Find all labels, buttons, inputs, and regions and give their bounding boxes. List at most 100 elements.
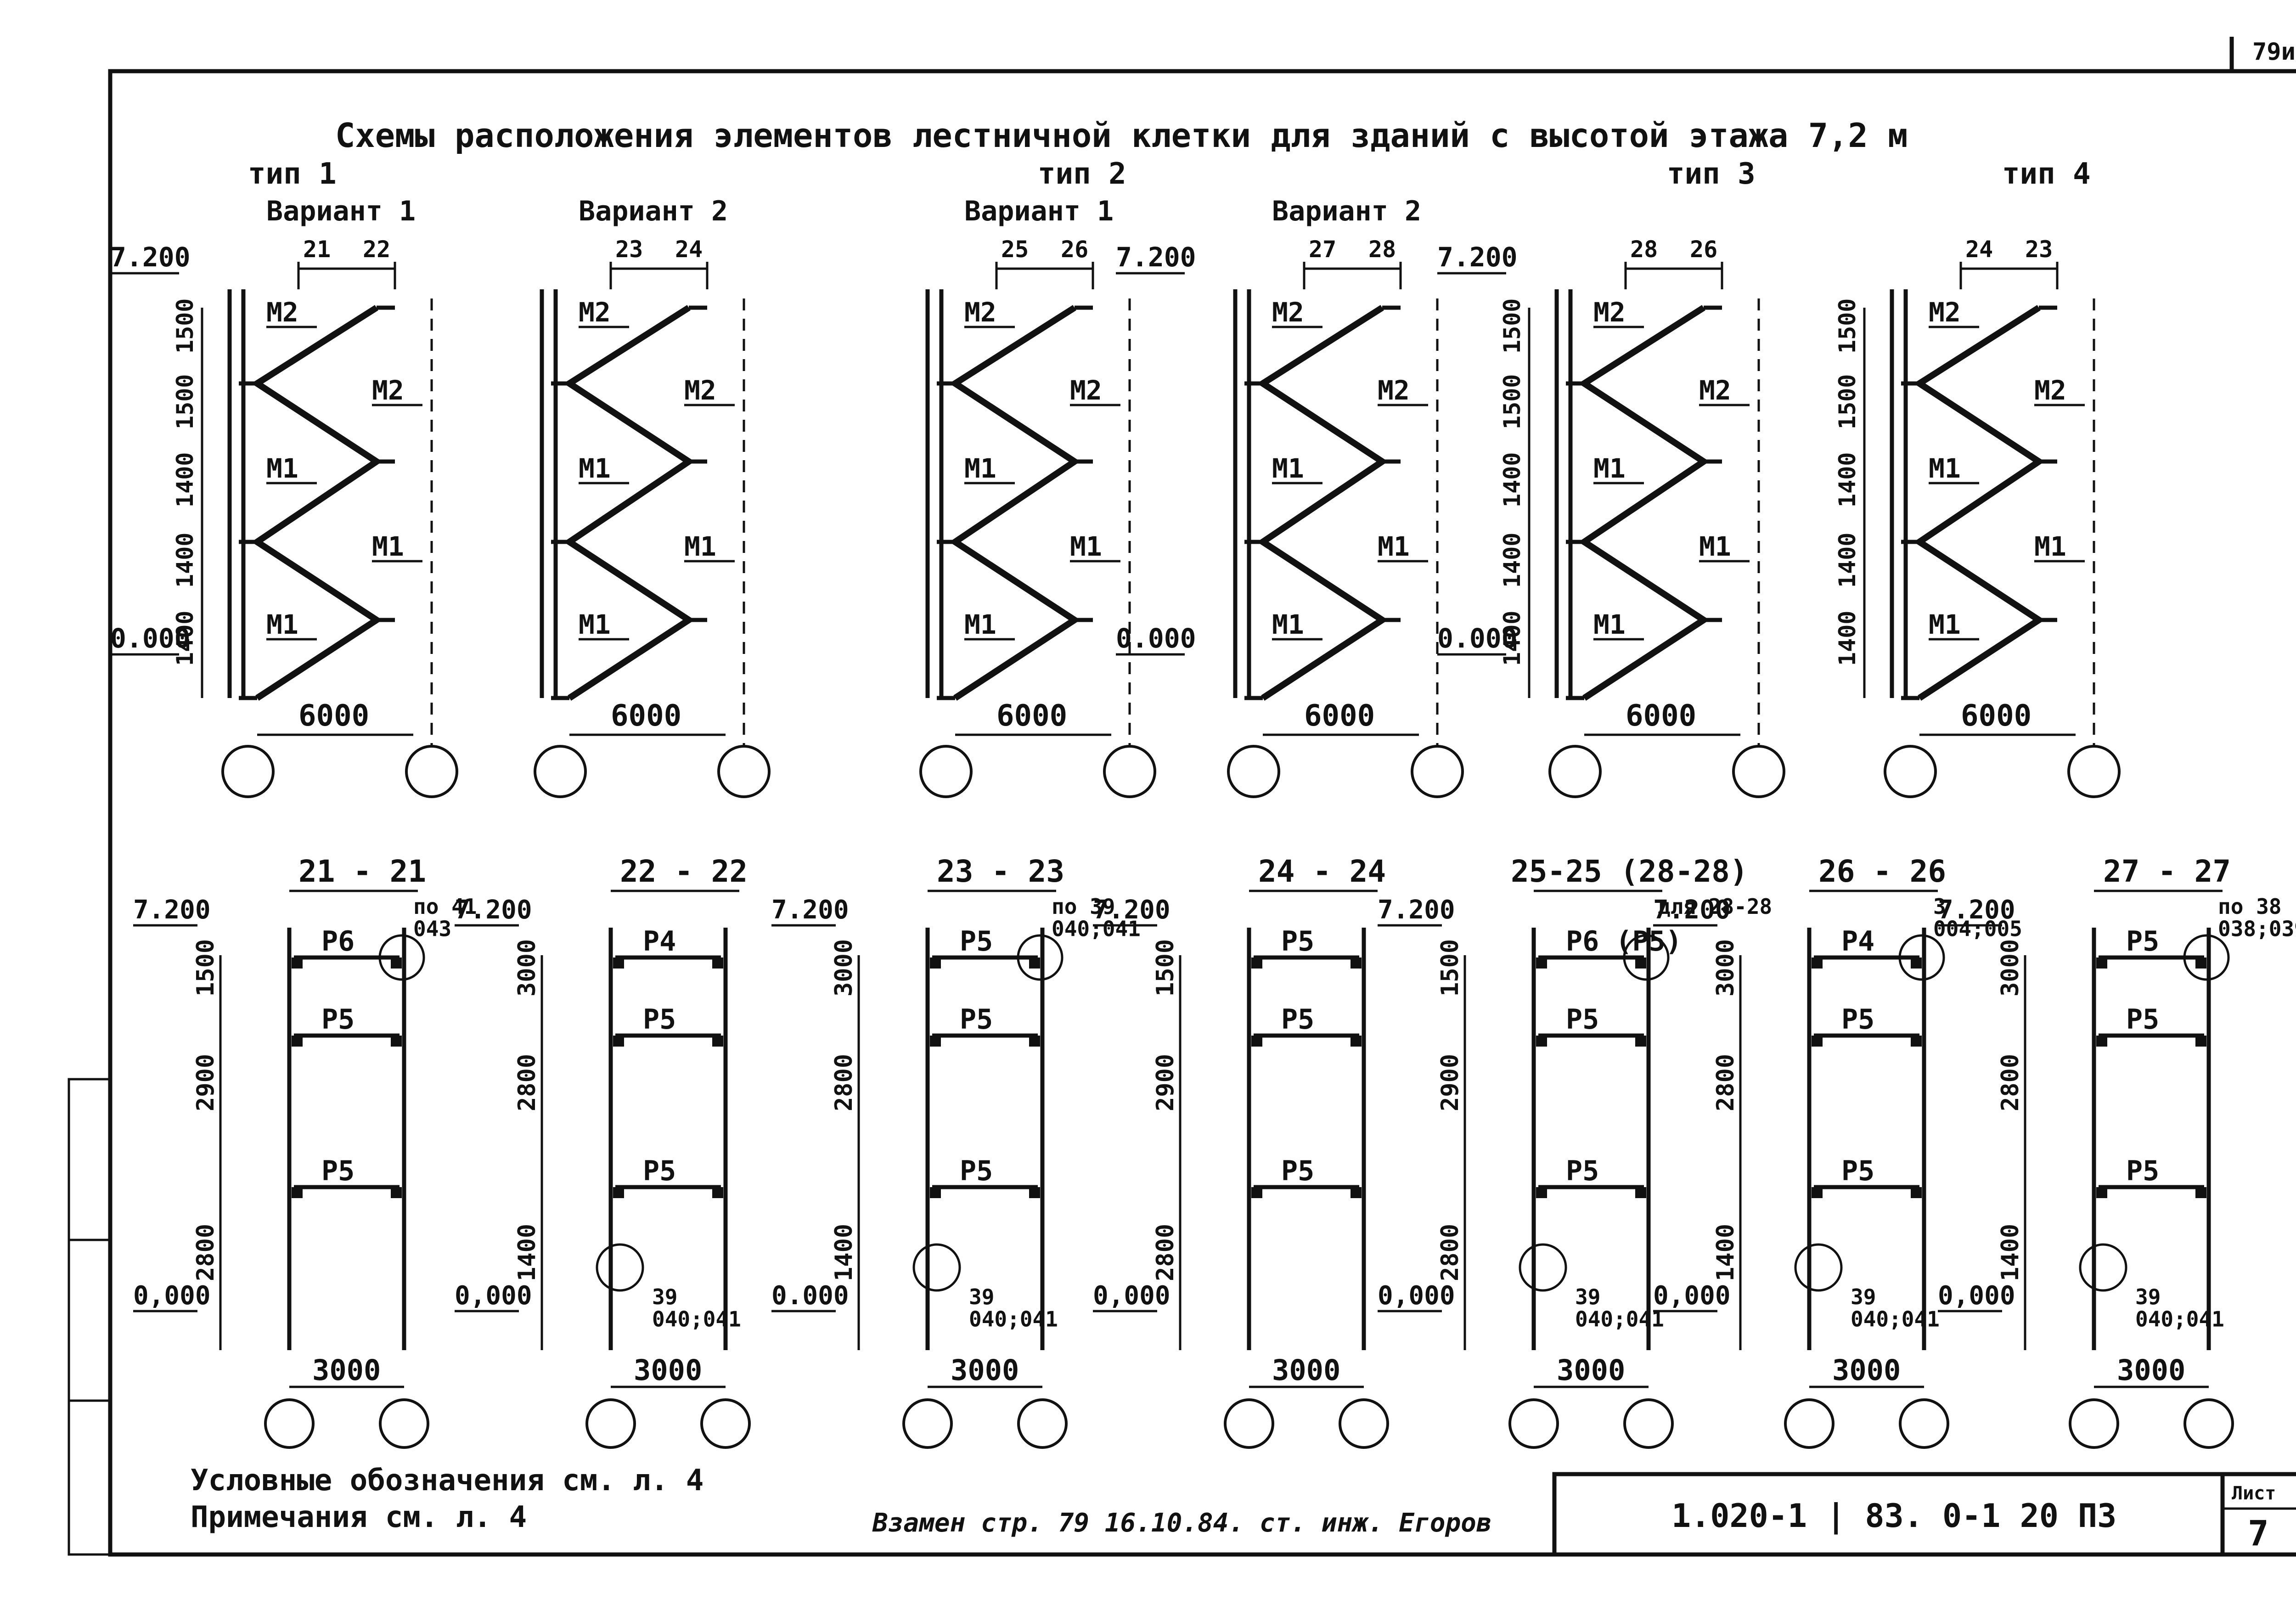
vertical-dimension-text: 2800 xyxy=(192,1224,219,1281)
node-callout-circle xyxy=(1794,1243,1843,1292)
section-view: 21 - 21Р6Р5Р57.2000,0001500290028003000п… xyxy=(133,854,477,1449)
slab-label: Р5 xyxy=(321,1155,355,1187)
flight-mark-label: М1 xyxy=(1929,609,1961,640)
vertical-dimension-text: 1400 xyxy=(1997,1224,2024,1281)
flight-mark-label: М1 xyxy=(684,531,716,562)
plan-type-label: тип 3 xyxy=(1667,157,1756,191)
axis-bubble xyxy=(1224,1398,1274,1449)
axis-bubble xyxy=(2069,1398,2119,1449)
flight-mark-label: М2 xyxy=(1070,375,1102,406)
flight-mark-label: М1 xyxy=(1272,609,1304,640)
node-callout-circle xyxy=(596,1243,644,1292)
flight-mark-label: М1 xyxy=(2034,531,2066,562)
left-stamp-strip xyxy=(68,1078,112,1556)
plan-variant-label: Вариант 2 xyxy=(579,195,728,227)
slab-label: Р5 xyxy=(1841,1003,1874,1036)
slab-support xyxy=(391,957,402,969)
vertical-dimension-text: 2800 xyxy=(1436,1224,1464,1281)
document-code: 1.020-1 | 83. 0-1 20 ПЗ xyxy=(1671,1497,2116,1535)
level-mark-bottom: 0,000 xyxy=(1093,1281,1171,1311)
flight-mark-label: М2 xyxy=(684,375,716,406)
node-callout-circle xyxy=(2183,934,2230,981)
slab-support xyxy=(712,1187,723,1198)
axis-bubble xyxy=(2067,745,2121,798)
flight-mark-label: М1 xyxy=(1699,531,1731,562)
flight-mark-label: М2 xyxy=(266,297,298,328)
width-dimension-text: 6000 xyxy=(298,699,369,733)
vertical-dimension-text: 1400 xyxy=(513,1224,541,1281)
slab-label: Р5 xyxy=(960,1003,993,1036)
flight-mark-label: М1 xyxy=(1929,453,1961,484)
slab-support xyxy=(2195,957,2206,969)
section-title: 26 - 26 xyxy=(1818,854,1946,889)
slab-label: Р5 xyxy=(2126,1155,2159,1187)
vertical-dimension-text: 2800 xyxy=(1712,1054,1739,1111)
axis-bubble xyxy=(1784,1398,1835,1449)
axis-bubble xyxy=(700,1398,751,1449)
vertical-dimension-text: 1400 xyxy=(1499,452,1525,507)
slab-support xyxy=(1351,1036,1362,1047)
vertical-dimension-text: 3000 xyxy=(1997,939,2024,997)
section-title: 24 - 24 xyxy=(1258,854,1386,889)
slab-support xyxy=(1911,1036,1922,1047)
section-view: 22 - 22Р4Р5Р57.2000,00030002800140030003… xyxy=(455,854,751,1449)
slab-support xyxy=(1635,1036,1646,1047)
plan-type-label: тип 1 xyxy=(248,157,337,191)
flight-mark-label: М2 xyxy=(2034,375,2066,406)
axis-bubble xyxy=(1623,1398,1674,1449)
level-mark-top: 7.200 xyxy=(455,895,532,925)
level-mark-top: 7.200 xyxy=(771,895,849,925)
slab-support xyxy=(1536,957,1547,969)
vertical-dimension-text: 1500 xyxy=(172,298,198,354)
vertical-dimension-text: 1500 xyxy=(1152,939,1179,997)
vertical-dimension-text: 3000 xyxy=(830,939,858,997)
width-dimension-text: 6000 xyxy=(996,699,1067,733)
slab-support xyxy=(613,1187,624,1198)
vertical-dimension-text: 1500 xyxy=(192,939,219,997)
slab-support xyxy=(613,957,624,969)
stair-flight-zigzag xyxy=(1578,305,1710,701)
vertical-dimension-text: 1400 xyxy=(1499,611,1525,666)
slab-support xyxy=(1812,1036,1823,1047)
axis-bubble xyxy=(1339,1398,1389,1449)
width-dimension-text: 3000 xyxy=(634,1353,702,1387)
section-view: 26 - 26Р4Р5Р57.2000,00030002800140030003… xyxy=(1653,854,2022,1449)
axis-bubble xyxy=(2183,1398,2234,1449)
vertical-dimension-text: 1400 xyxy=(1834,533,1861,588)
flight-mark-label: М2 xyxy=(1593,297,1626,328)
slab-label: Р5 xyxy=(321,1003,355,1036)
axis-bubble xyxy=(1227,745,1280,798)
slab-support xyxy=(1911,1187,1922,1198)
slab-label: Р5 xyxy=(1281,1003,1314,1036)
legend-line-1: Условные обозначения см. л. 4 xyxy=(191,1464,703,1498)
slab-support xyxy=(292,957,303,969)
slab-support xyxy=(930,1187,941,1198)
vertical-dimension-text: 1500 xyxy=(172,374,198,429)
vertical-dimension-text: 1400 xyxy=(1834,611,1861,666)
width-dimension-text: 6000 xyxy=(1961,699,2032,733)
plan-variant-label: Вариант 1 xyxy=(964,195,1114,227)
plan-type-label: тип 2 xyxy=(1038,157,1126,191)
vertical-dimension-text: 1400 xyxy=(1712,1224,1739,1281)
slab-support xyxy=(1812,1187,1823,1198)
axis-bubble xyxy=(534,745,587,798)
slab-support xyxy=(1536,1187,1547,1198)
level-mark-top: 7.200 xyxy=(1938,895,2015,925)
axis-bubble xyxy=(919,745,973,798)
flight-mark-label: М1 xyxy=(266,453,298,484)
flight-mark-label: М1 xyxy=(964,609,996,640)
axis-bubble xyxy=(1017,1398,1068,1449)
level-mark-bottom: 0,000 xyxy=(1378,1281,1455,1311)
slab-support xyxy=(391,1036,402,1047)
plan-variant-label: Вариант 1 xyxy=(266,195,416,227)
vertical-dimension-text: 2900 xyxy=(1436,1054,1464,1111)
slab-support xyxy=(292,1036,303,1047)
level-mark-top: 7.200 xyxy=(133,895,211,925)
vertical-dimension-text: 1400 xyxy=(1834,452,1861,507)
level-mark-bottom: 0,000 xyxy=(1938,1281,2015,1311)
